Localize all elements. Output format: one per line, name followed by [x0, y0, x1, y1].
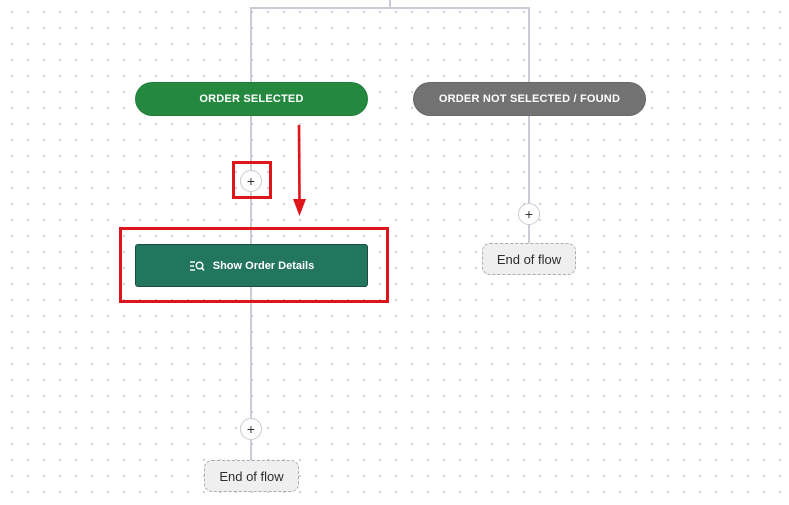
- plus-icon: +: [246, 421, 256, 437]
- end-of-flow-label: End of flow: [219, 468, 284, 484]
- add-step-button-left-top[interactable]: +: [240, 170, 262, 192]
- end-of-flow-left: End of flow: [204, 460, 299, 492]
- plus-icon: +: [524, 206, 534, 222]
- connector-right-end: [528, 225, 530, 243]
- action-label: Show Order Details: [212, 259, 315, 272]
- connector-right-down: [528, 7, 530, 82]
- search-list-icon: [189, 260, 205, 272]
- connector-top-stub: [389, 0, 391, 9]
- branch-order-not-selected-label: ORDER NOT SELECTED / FOUND: [438, 93, 621, 105]
- branch-order-selected-label: ORDER SELECTED: [199, 93, 304, 105]
- connector-left-end: [250, 440, 252, 460]
- add-step-button-right[interactable]: +: [518, 203, 540, 225]
- end-of-flow-right: End of flow: [482, 243, 576, 275]
- connector-right-branch: [528, 116, 530, 203]
- branch-order-selected[interactable]: ORDER SELECTED: [135, 82, 368, 116]
- end-of-flow-label: End of flow: [496, 251, 562, 267]
- plus-icon: +: [246, 173, 256, 189]
- add-step-button-left-bottom[interactable]: +: [240, 418, 262, 440]
- connector-left-down: [250, 7, 252, 82]
- action-show-order-details[interactable]: Show Order Details: [135, 244, 368, 287]
- branch-order-not-selected[interactable]: ORDER NOT SELECTED / FOUND: [413, 82, 646, 116]
